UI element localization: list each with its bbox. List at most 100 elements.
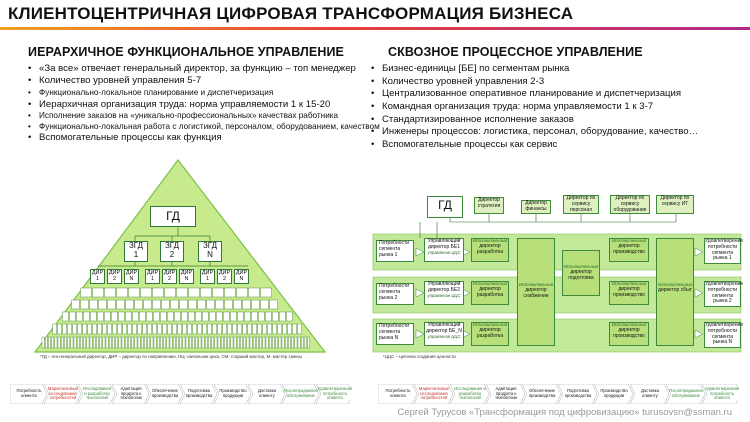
- org-cell: [262, 336, 266, 349]
- org-cell: [76, 336, 80, 349]
- org-cell: [206, 299, 215, 310]
- top-director-box: Директор по сервису ИТ: [656, 195, 694, 214]
- org-cell: [179, 299, 188, 310]
- org-cell: [125, 311, 132, 322]
- prod-director-box-2: Исполнительный директор производство: [609, 281, 649, 305]
- org-cell: [152, 287, 164, 298]
- org-cell: [51, 336, 54, 349]
- org-cell: [249, 336, 253, 349]
- satisfaction-box-2: Удовлетворение потребности сегмента рынк…: [704, 281, 743, 307]
- dir-box: ДИР 2: [162, 269, 177, 284]
- org-cell: [92, 287, 104, 298]
- org-cell: [115, 336, 118, 349]
- title-underline: [0, 27, 750, 30]
- org-cell: [197, 323, 202, 335]
- prep-director-label: директор подготовка: [568, 268, 594, 281]
- org-cell: [118, 336, 122, 349]
- dev-director-label: директор разработка: [476, 285, 504, 298]
- org-cell: [64, 336, 67, 349]
- org-cell: [224, 336, 227, 349]
- chevron-shape: [145, 384, 184, 404]
- org-cell: [240, 336, 243, 349]
- supply-director-label: директор снабжение: [523, 286, 549, 299]
- be-director-sub: управление ЦЦС: [427, 333, 461, 339]
- org-cell: [97, 311, 104, 322]
- zgd-box-1: ЗГД 1: [124, 241, 148, 262]
- org-cell: [137, 336, 141, 349]
- org-cell: [152, 299, 161, 310]
- top-director-box: Директор по сервису персонал: [563, 195, 599, 214]
- sales-director-box: Исполнительный директор сбыт: [656, 238, 694, 346]
- chevron-step: Удовлетворенная потребность клиента: [317, 385, 353, 401]
- left-bullet: Вспомогательные процессы как функция: [28, 132, 380, 145]
- dir-box: ДИР N: [179, 269, 194, 284]
- right-bullet: Инженеры процессов: логистика, персонал,…: [371, 126, 698, 139]
- prod-director-label: директор производство: [613, 285, 645, 298]
- org-cell: [167, 311, 174, 322]
- org-cell: [156, 336, 160, 349]
- left-bullet: Функционально-локальная работа с логисти…: [28, 122, 380, 133]
- exec-label: Исполнительный: [472, 322, 508, 327]
- org-cell: [105, 336, 109, 349]
- org-cell: [227, 323, 232, 335]
- org-cell: [80, 299, 89, 310]
- org-cell: [72, 323, 77, 335]
- dev-director-box-n: Исполнительный директор разработка: [471, 322, 509, 346]
- org-cell: [116, 287, 128, 298]
- be-director-sub: управление ЦЦС: [427, 292, 461, 298]
- org-cell: [230, 336, 234, 349]
- right-bullet: Командная организация труда: норма управ…: [371, 101, 698, 114]
- org-cell: [285, 336, 288, 349]
- org-cell: [134, 299, 143, 310]
- org-cell: [188, 287, 200, 298]
- exec-label: Исполнительный: [472, 281, 508, 286]
- org-cell: [195, 311, 202, 322]
- left-bullet-list: «За все» отвечает генеральный директор, …: [28, 63, 380, 145]
- chevron-shape: [413, 384, 454, 404]
- org-cell: [118, 311, 125, 322]
- org-cell: [242, 299, 251, 310]
- org-cell: [131, 336, 135, 349]
- org-cell: [272, 323, 277, 335]
- needs-box-n: Потребности сегмента рынка N: [376, 323, 414, 345]
- org-cell: [112, 323, 117, 335]
- chevron-step: Обеспечение производства: [528, 388, 556, 398]
- org-cell: [286, 311, 293, 322]
- org-cell: [269, 299, 278, 310]
- org-cell: [260, 299, 269, 310]
- chevron-shapes: [10, 384, 350, 404]
- org-cell: [277, 323, 282, 335]
- org-cell: [208, 336, 211, 349]
- org-cell: [104, 287, 116, 298]
- chevron-step: Адаптация продукта к технологии: [495, 385, 517, 401]
- right-bullet: Централизованное оперативное планировани…: [371, 88, 698, 101]
- org-cell: [181, 311, 188, 322]
- org-cell: [237, 311, 244, 322]
- org-cell: [73, 336, 77, 349]
- chevron-shape: [593, 384, 634, 404]
- chevron-step: Подготовка производства: [564, 388, 592, 398]
- exec-label: Исполнительный: [472, 238, 508, 243]
- process-note: *ЦЦС – цепочка создания ценности: [383, 354, 456, 359]
- chevron-shape: [111, 384, 150, 404]
- org-cell: [272, 311, 279, 322]
- org-cell: [214, 336, 218, 349]
- chevron-step: Адаптация продукта к технологии: [120, 385, 142, 401]
- org-cell: [251, 299, 260, 310]
- org-cell: [307, 336, 311, 349]
- org-cell: [144, 336, 147, 349]
- chevron-step: Послепродажное обслуживание: [669, 388, 703, 398]
- org-cell: [167, 323, 172, 335]
- chevron-shape: [213, 384, 252, 404]
- footer-credit: Сергей Турусов «Трансформация под цифров…: [397, 407, 732, 418]
- org-cell: [246, 336, 250, 349]
- org-cell: [172, 323, 177, 335]
- chevron-step: Подготовка производства: [185, 388, 213, 398]
- chevron-step: Исследования и разработка технологий: [454, 385, 486, 401]
- org-cell: [108, 336, 112, 349]
- org-cell: [67, 336, 70, 349]
- org-cell: [230, 311, 237, 322]
- org-cell: [287, 323, 292, 335]
- chevron-step: Производство продукции: [219, 388, 247, 398]
- org-cell: [217, 336, 221, 349]
